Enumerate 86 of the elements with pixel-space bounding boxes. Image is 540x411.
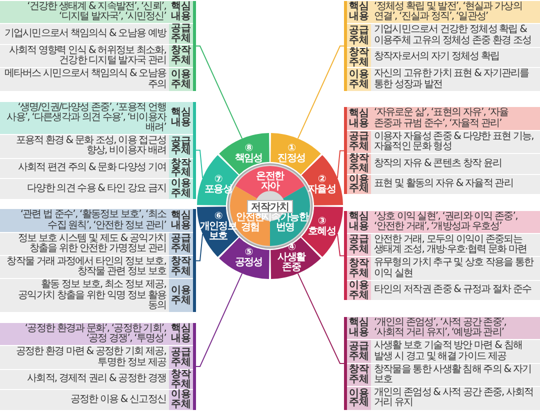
attribute-panel xyxy=(0,102,196,199)
role-label: 공급주체 xyxy=(169,135,193,158)
content-text: 메타버스 시민으로서 책임의식 & 오남용 주의 xyxy=(0,68,169,91)
role-label: 창작주체 xyxy=(347,154,371,174)
role-label: 공급주체 xyxy=(347,24,371,47)
leader-line xyxy=(336,150,344,179)
leader-line xyxy=(196,233,204,262)
role-label: 핵심내용 xyxy=(347,210,371,234)
leader-line xyxy=(297,272,344,364)
leader-line xyxy=(336,233,344,256)
role-label: 이용주체 xyxy=(347,174,371,194)
role-label: 창작주체 xyxy=(347,48,371,68)
role-label: 핵심내용 xyxy=(169,102,193,134)
core-content-text: ‘생명/인권/다양성 존중’, ‘포용적 언행 사용’, ‘다른생각과 의견 수용’, ‘비이용자 배려’ xyxy=(0,102,169,134)
segment-label: ⑤ 공정성 xyxy=(234,248,264,268)
role-label: 창작주체 xyxy=(169,256,193,278)
role-label: 창작주체 xyxy=(169,370,193,390)
core-content-text: ‘정체성 확립 및 발전’, ‘현실과 가상의 연결’, ‘진실과 정직’, ‘일관성’ xyxy=(371,1,540,24)
segment-label: 온전한 자아 xyxy=(255,172,286,192)
attribute-panel xyxy=(344,210,540,300)
role-label: 공급주체 xyxy=(169,232,193,256)
role-label: 이용주체 xyxy=(347,280,371,300)
role-label: 핵심내용 xyxy=(169,1,193,24)
content-text: 공정한 환경 마련 & 공정한 기회 제공, 투명한 정보 제공 xyxy=(0,346,169,369)
role-label: 창작주체 xyxy=(169,44,193,68)
center-label: 저작가치 xyxy=(247,200,293,213)
content-text: 공정한 이용 & 신고정신 xyxy=(0,390,169,410)
role-label: 핵심내용 xyxy=(347,317,371,340)
content-text: 사회적 편견 주의 & 문화 다양성 기여 xyxy=(0,158,169,178)
content-text: 개인의 존엄성 & 사적 공간 존중, 사회적 거리 유지 xyxy=(371,387,540,410)
role-label: 창작주체 xyxy=(169,158,193,178)
role-label: 창작주체 xyxy=(347,257,371,280)
role-label: 공급주체 xyxy=(347,234,371,256)
content-text: 유무형의 가치 추구 및 상호 작용을 통한 이익 실현 xyxy=(371,257,540,280)
leader-line xyxy=(196,150,204,179)
role-label: 공급주체 xyxy=(347,130,371,154)
role-label: 핵심내용 xyxy=(347,107,371,130)
role-label: 공급주체 xyxy=(347,340,371,363)
content-text: 창작물 거래 과정에서 타인의 정보 보호, 창작물 관련 정보 보호 xyxy=(0,256,169,278)
attribute-panel xyxy=(344,1,540,91)
segment-label: ⑧ 책임성 xyxy=(234,144,264,164)
content-text: 안전한 거래, 모두의 이익이 존중되는 생태계 조성, 개방·우호·협력 문화 마련 xyxy=(371,234,540,256)
core-content-text: ‘자유로운 삶’, ‘표현의 자유’, ‘자율 존중과 규범 준수’, ‘자율적 관리’ xyxy=(371,107,540,130)
content-text: 자신의 고유한 가치 표현 & 자기관리를 통한 성장과 발전 xyxy=(371,68,540,91)
content-text: 기업시민으로서 책임의식 & 오남용 예방 xyxy=(0,24,169,44)
role-label: 이용주체 xyxy=(169,68,193,91)
role-label: 핵심내용 xyxy=(169,323,193,346)
content-text: 정보 보호 시스템 및 제도 & 공익가치 창출을 위한 안전한 가명정보 관리 xyxy=(0,232,169,256)
core-content-text: ‘상호 이익 실현’, ‘권리와 이익 존중’, ‘안전한 거래’, ‘개방성과 우호성’ xyxy=(371,210,540,234)
role-label: 이용주체 xyxy=(169,279,193,312)
leader-line xyxy=(297,46,344,140)
attribute-panel xyxy=(344,317,540,410)
core-content-text: ‘개인의 존엄성’, ‘사적 공간 존중’, ‘사회적 거리 유지’, ‘예방과 관리’ xyxy=(371,317,540,340)
content-text: 기업시민으로서 건강한 정체성 확립 & 이용주체 고유의 정체성 존중 환경 조성 xyxy=(371,24,540,47)
core-content-text: ‘관련 법 준수’, ‘활동정보 보호’, ‘최소 수집 원칙’, ‘안전한 정보 관리’ xyxy=(0,209,169,232)
content-text: 사회적 영향력 인식 & 허위정보 최소화, 건강한 디지털 발자국 관리 xyxy=(0,44,169,68)
role-label: 이용주체 xyxy=(347,68,371,91)
attribute-panel xyxy=(0,323,196,410)
content-text: 타인의 저작권 존중 & 규정과 절차 준수 xyxy=(371,280,540,300)
content-text: 활동 정보 보호, 최소 정보 제공, 공익가치 창출을 위한 익명 정보 활용 동의 xyxy=(0,279,169,312)
role-label: 공급주체 xyxy=(169,346,193,369)
leader-line xyxy=(196,272,243,367)
attribute-panel xyxy=(0,209,196,312)
content-text: 사생활 보호 기술적 방안 마련 & 침해 발생 시 경고 및 해결 가이드 제공 xyxy=(371,340,540,363)
content-text: 창작의 자유 & 콘텐츠 창작 윤리 xyxy=(371,154,540,174)
role-label: 이용주체 xyxy=(347,387,371,410)
content-text: 포용적 환경 & 문화 조성, 이용 접근성 향상, 비이용자 배려 xyxy=(0,135,169,158)
attribute-panel xyxy=(0,1,196,91)
core-content-text: ‘공정한 환경과 문화’, ‘공정한 기회’, ‘공정 경쟁’, ‘투명성’ xyxy=(0,323,169,346)
role-label: 이용주체 xyxy=(169,390,193,410)
role-label: 이용주체 xyxy=(169,179,193,199)
content-text: 창작자로서의 자기 정체성 확립 xyxy=(371,48,540,68)
content-text: 창작물을 통한 사생활 침해 주의 & 자기 보호 xyxy=(371,364,540,386)
content-text: 표현 및 활동의 자유 & 자율적 관리 xyxy=(371,174,540,194)
core-content-text: ‘건강한 생태계 & 지속발전’, ‘신뢰’, ‘디지털 발자국’, ‘시민정신’ xyxy=(0,1,169,24)
content-text: 이용자 자율성 존중 & 다양한 표현 기능, 자율적인 문화 형성 xyxy=(371,130,540,154)
content-text: 다양한 의견 수용 & 타인 강요 금지 xyxy=(0,179,169,199)
role-label: 핵심내용 xyxy=(347,1,371,24)
role-label: 창작주체 xyxy=(347,364,371,386)
segment-label: ③ 호혜성 xyxy=(308,217,337,238)
role-label: 핵심내용 xyxy=(169,209,193,232)
attribute-panel xyxy=(344,107,540,194)
role-label: 공급주체 xyxy=(169,24,193,44)
content-text: 사회적, 경제적 권리 & 공정한 경쟁 xyxy=(0,370,169,390)
segment-label: ① 진정성 xyxy=(276,144,306,164)
leader-line xyxy=(196,46,243,140)
